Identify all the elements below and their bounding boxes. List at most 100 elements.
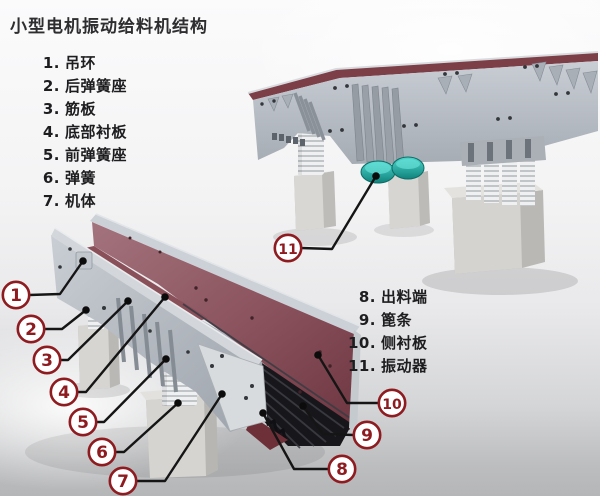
top-liner-strip: [248, 52, 598, 100]
callout-number: 5: [77, 413, 89, 433]
parts-list-item: 11.振动器: [348, 354, 428, 377]
callout-line: [316, 354, 379, 405]
bolts: [58, 247, 190, 354]
callout-number: 4: [58, 383, 70, 403]
callout-number: 1: [10, 286, 22, 306]
callout-dot: [259, 409, 267, 417]
part-number: 2.: [42, 76, 60, 95]
parts-list-item: 3.筋板: [38, 97, 127, 120]
liner-bolts: [128, 236, 332, 394]
callout-6-弹簧: 6: [87, 399, 182, 467]
callout-11-振动器: 11: [273, 172, 380, 263]
part-label: 机体: [65, 192, 97, 210]
callout-4-底部衬板: 4: [49, 293, 169, 407]
parts-list-item: 8. 出料端: [348, 285, 428, 308]
part-label: 振动器: [381, 357, 428, 375]
part-number: 10.: [348, 333, 377, 352]
callout-number: 7: [117, 472, 129, 492]
parts-list-item: 9. 篦条: [348, 308, 428, 331]
part-number: 11.: [348, 356, 377, 375]
side-wall-edge: [349, 330, 361, 432]
parts-list-item: 1. 吊环: [38, 51, 127, 74]
callout-dot: [299, 402, 307, 410]
part-number: 8.: [358, 287, 376, 306]
callout-circle: [87, 437, 117, 467]
front-rim: [51, 228, 262, 368]
part-label: 前弹簧座: [65, 146, 128, 164]
rib-plates: [351, 83, 405, 165]
callout-number: 8: [336, 460, 348, 480]
diagram-title: 小型电机振动给料机结构: [10, 17, 208, 37]
coil-spring: [298, 131, 324, 175]
callout-circle: [352, 420, 382, 450]
callout-5-前弹簧座: 5: [68, 355, 170, 437]
callout-line: [136, 393, 224, 483]
pedestal-right: [444, 182, 545, 274]
callout-line: [44, 309, 87, 331]
shadow: [374, 223, 434, 237]
callout-circle: [327, 454, 357, 484]
callout-number: 6: [96, 443, 108, 463]
callout-3-筋板: 3: [32, 297, 132, 375]
machine-top: [247, 51, 599, 295]
callout-line: [60, 300, 129, 362]
coil-spring-group-right: [466, 154, 535, 206]
callout-circle: [32, 345, 62, 375]
far-rim: [90, 214, 360, 334]
parts-list-item: 2.后弹簧座: [38, 74, 127, 97]
callout-circle: [16, 314, 46, 344]
body-shell: [253, 61, 598, 164]
front-rib-plates: [116, 297, 178, 393]
callout-dot: [162, 355, 170, 363]
left-ribs: [293, 92, 326, 141]
callout-circle: [1, 280, 31, 310]
part-number: 5.: [42, 145, 60, 164]
callout-line: [29, 260, 84, 297]
callout-8-出料端: 8: [259, 409, 357, 484]
callout-1-吊环: 1: [1, 257, 87, 310]
callout-number: 9: [361, 426, 373, 446]
part-label: 出料端: [381, 288, 428, 306]
pedestal-middle: [388, 171, 430, 229]
bolts: [260, 64, 570, 133]
callout-dot: [79, 257, 87, 265]
part-label: 篦条: [381, 311, 413, 329]
callout-line: [96, 358, 167, 424]
callout-line: [302, 405, 354, 437]
part-number: 1.: [42, 53, 60, 72]
feeder-body-top: [247, 51, 599, 166]
callout-dot: [82, 306, 90, 314]
part-number: 9.: [358, 310, 376, 329]
callout-number: 10: [382, 397, 402, 413]
vent-holes: [272, 133, 305, 146]
part-label: 弹簧: [65, 169, 97, 187]
parts-list-item: 4.底部衬板: [38, 120, 127, 143]
side-liner: [92, 222, 354, 430]
spring-seat-brackets: [460, 136, 546, 166]
part-label: 吊环: [65, 54, 97, 72]
callout-line: [115, 402, 179, 454]
callout-7-机体: 7: [108, 390, 226, 496]
callout-circle: [108, 466, 138, 496]
callout-number: 11: [278, 242, 297, 258]
callout-dot: [314, 351, 322, 359]
trough-body: [51, 213, 361, 450]
callout-dot: [161, 293, 169, 301]
callout-9-篦条: 9: [299, 402, 382, 450]
callout-dot: [124, 297, 132, 305]
callout-circle: [68, 407, 98, 437]
pedestal-left: [294, 171, 336, 231]
parts-list-item: 10.侧衬板: [348, 331, 428, 354]
part-label: 侧衬板: [381, 334, 428, 352]
callout-line: [77, 296, 166, 394]
part-number: 6.: [42, 168, 60, 187]
part-number: 4.: [42, 122, 60, 141]
shadow: [422, 267, 578, 295]
parts-list-item: 7.机体: [38, 189, 127, 212]
vibrator-motor: [360, 156, 425, 184]
callout-circle: [273, 233, 303, 263]
